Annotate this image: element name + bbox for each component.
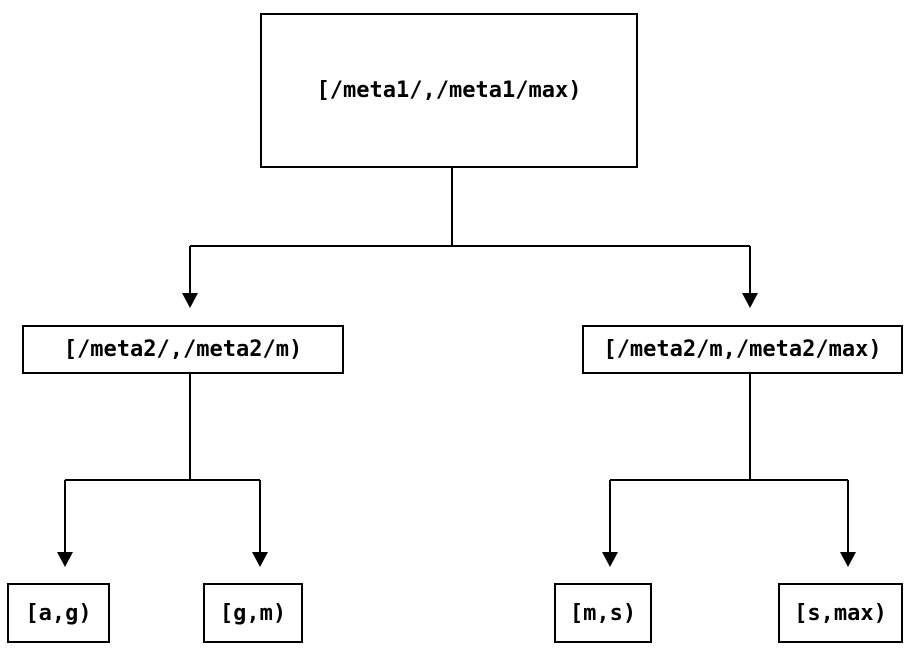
node-root: [/meta1/,/meta1/max): [260, 13, 638, 168]
node-meta2-right-label: [/meta2/m,/meta2/max): [603, 337, 882, 362]
node-leaf-ms-label: [m,s): [569, 600, 637, 626]
arrow-down-icon: [602, 552, 618, 567]
node-meta2-left: [/meta2/,/meta2/m): [22, 325, 344, 374]
node-root-label: [/meta1/,/meta1/max): [316, 78, 582, 103]
node-leaf-ag: [a,g): [7, 583, 110, 643]
arrow-down-icon: [182, 293, 198, 308]
arrow-down-icon: [742, 293, 758, 308]
node-leaf-ag-label: [a,g): [25, 600, 92, 626]
node-meta2-left-label: [/meta2/,/meta2/m): [63, 337, 303, 362]
node-leaf-smax-label: [s,max): [794, 600, 887, 626]
node-leaf-gm: [g,m): [203, 583, 303, 643]
node-meta2-right: [/meta2/m,/meta2/max): [582, 325, 903, 374]
node-leaf-ms: [m,s): [554, 583, 652, 643]
node-leaf-gm-label: [g,m): [219, 600, 287, 626]
arrow-down-icon: [840, 552, 856, 567]
arrow-down-icon: [252, 552, 268, 567]
arrow-down-icon: [57, 552, 73, 567]
node-leaf-smax: [s,max): [778, 583, 903, 643]
